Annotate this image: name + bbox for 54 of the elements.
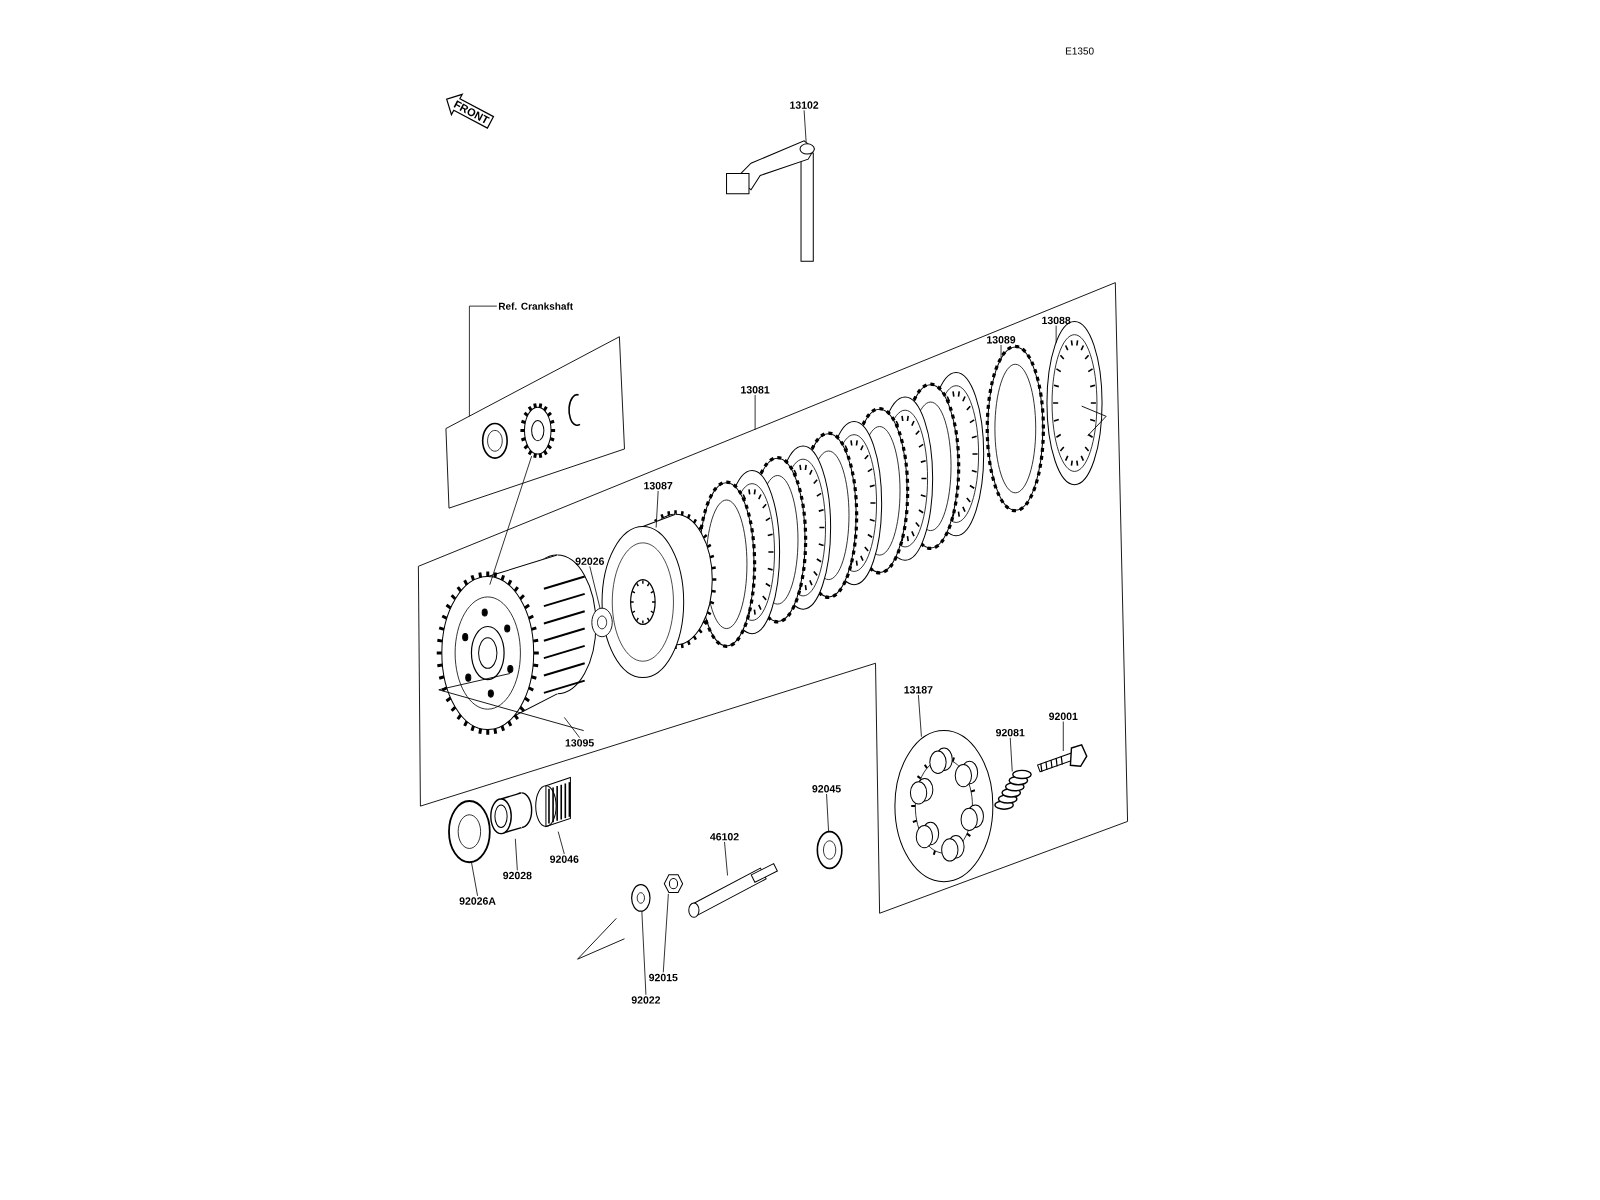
circlip-drawing [568, 393, 581, 427]
callout-number: 92028 [503, 871, 532, 880]
leader-line [469, 305, 498, 417]
leader-line [557, 831, 565, 855]
nut-drawing [663, 874, 684, 894]
leader-line [754, 394, 756, 430]
callout-number: 13095 [565, 739, 594, 747]
leader-line [918, 694, 922, 738]
callout-number: 92026 [575, 557, 604, 565]
callout-number: 13089 [987, 336, 1016, 344]
leader-line [489, 455, 533, 586]
callout-number: 92015 [649, 973, 678, 982]
bearing-drawing [481, 422, 508, 459]
callout-number: 92045 [812, 785, 841, 793]
leader-line [1009, 737, 1013, 772]
leader-line [1062, 721, 1064, 752]
leader-line [655, 490, 659, 528]
callout-number: 13187 [904, 686, 933, 694]
callout-number: 13088 [1042, 316, 1071, 325]
callout-number: 13087 [644, 482, 673, 490]
friction-plate-drawing [985, 344, 1045, 513]
lever-drawing [726, 140, 815, 262]
callout-number: 92026A [459, 897, 496, 905]
callout-number: 92001 [1049, 712, 1078, 721]
leader-line [1055, 325, 1057, 344]
figure-code: E1350 [1065, 47, 1094, 55]
washer-drawing [631, 884, 651, 912]
callout-number: 92022 [631, 996, 661, 1004]
leader-line [563, 716, 580, 739]
pushrod-drawing [688, 863, 778, 918]
needle-bearing-drawing [535, 777, 571, 828]
bolt-drawing [1037, 744, 1088, 773]
callout-number: 92081 [996, 728, 1025, 737]
leader-line [724, 841, 728, 876]
leader-line [514, 838, 518, 871]
leader-line [662, 893, 669, 973]
leader-line [803, 109, 807, 143]
spring-drawing [994, 769, 1032, 810]
washer-drawing [591, 607, 613, 638]
leader-line [826, 793, 829, 833]
callout-number: 13081 [741, 386, 770, 394]
pressure-plate-drawing [894, 730, 994, 883]
leader-line [471, 861, 478, 897]
callout-number: 46102 [710, 833, 739, 841]
callout-number: 13102 [790, 101, 819, 109]
callout-number: 92046 [550, 855, 579, 863]
group-outline [445, 336, 625, 509]
leader-line [1000, 344, 1002, 361]
group-outline [417, 282, 1128, 914]
leader-line [641, 910, 647, 996]
sleeve-drawing [490, 792, 533, 835]
gear-drawing [518, 401, 557, 460]
bearing-drawing [816, 830, 843, 870]
reference-note: Ref. Crankshaft [499, 302, 573, 310]
